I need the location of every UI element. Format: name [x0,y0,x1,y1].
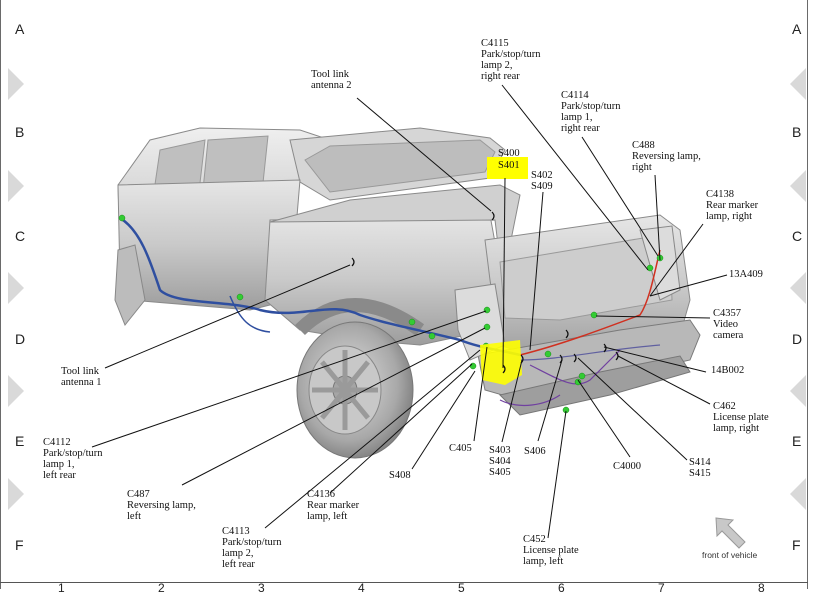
row-label-left-e: E [15,433,25,449]
label-c4357: C4357 Video camera [713,308,744,341]
zone-markers-left [8,68,24,510]
row-label-right-b: B [792,124,802,140]
row-label-left-a: A [15,21,25,37]
label-s401: S401 [498,160,520,171]
highlight-s400-s401 [487,157,528,179]
col-label-2: 2 [158,581,165,595]
label-s406: S406 [524,446,546,457]
label-c487: C487 Reversing lamp, left [127,489,196,522]
row-label-left-c: C [15,228,26,244]
col-label-6: 6 [558,581,565,595]
row-label-right-e: E [792,433,802,449]
col-label-7: 7 [658,581,665,595]
label-s408: S408 [389,470,411,481]
front-of-vehicle-label: front of vehicle [702,550,758,560]
label-tool-link-antenna-2: Tool link antenna 2 [311,69,352,91]
label-c4000: C4000 [613,461,642,472]
label-c405: C405 [449,443,472,454]
truck-body [114,127,701,459]
label-13a409: 13A409 [729,269,763,280]
label-s402-s409: S402 S409 [531,170,553,192]
label-c4136: C4136 Rear marker lamp, left [307,489,360,522]
label-c4113: C4113 Park/stop/turn lamp 2, left rear [222,526,282,570]
label-s400: S400 [498,148,520,159]
col-label-1: 1 [58,581,65,595]
label-c4115: C4115 Park/stop/turn lamp 2, right rear [481,38,541,82]
label-s403-s405: S403 S404 S405 [489,445,511,478]
label-s414-s415: S414 S415 [689,457,711,479]
row-label-left-b: B [15,124,25,140]
frame-bottom-border [0,582,808,583]
front-of-vehicle-arrow-icon [715,517,746,549]
label-c488: C488 Reversing lamp, right [632,140,701,173]
col-label-5: 5 [458,581,465,595]
frame-left-border [0,0,1,589]
col-label-3: 3 [258,581,265,595]
row-label-right-c: C [792,228,803,244]
label-c462: C462 License plate lamp, right [713,401,769,434]
frame-right-border [807,0,808,589]
row-label-right-d: D [792,331,803,347]
leader-lines [91,84,728,539]
label-tool-link-antenna-1: Tool link antenna 1 [61,366,102,388]
label-c452: C452 License plate lamp, left [523,534,579,567]
col-label-4: 4 [358,581,365,595]
row-label-right-f: F [792,537,801,553]
col-label-8: 8 [758,581,765,595]
highlight-splice-area [480,340,522,385]
label-14b002: 14B002 [711,365,745,376]
row-label-right-a: A [792,21,802,37]
row-label-left-f: F [15,537,24,553]
label-c4114: C4114 Park/stop/turn lamp 1, right rear [561,90,621,134]
label-c4112: C4112 Park/stop/turn lamp 1, left rear [43,437,103,481]
label-c4138: C4138 Rear marker lamp, right [706,189,759,222]
connector-markers [118,214,664,414]
row-label-left-d: D [15,331,26,347]
zone-markers-right [790,68,806,510]
